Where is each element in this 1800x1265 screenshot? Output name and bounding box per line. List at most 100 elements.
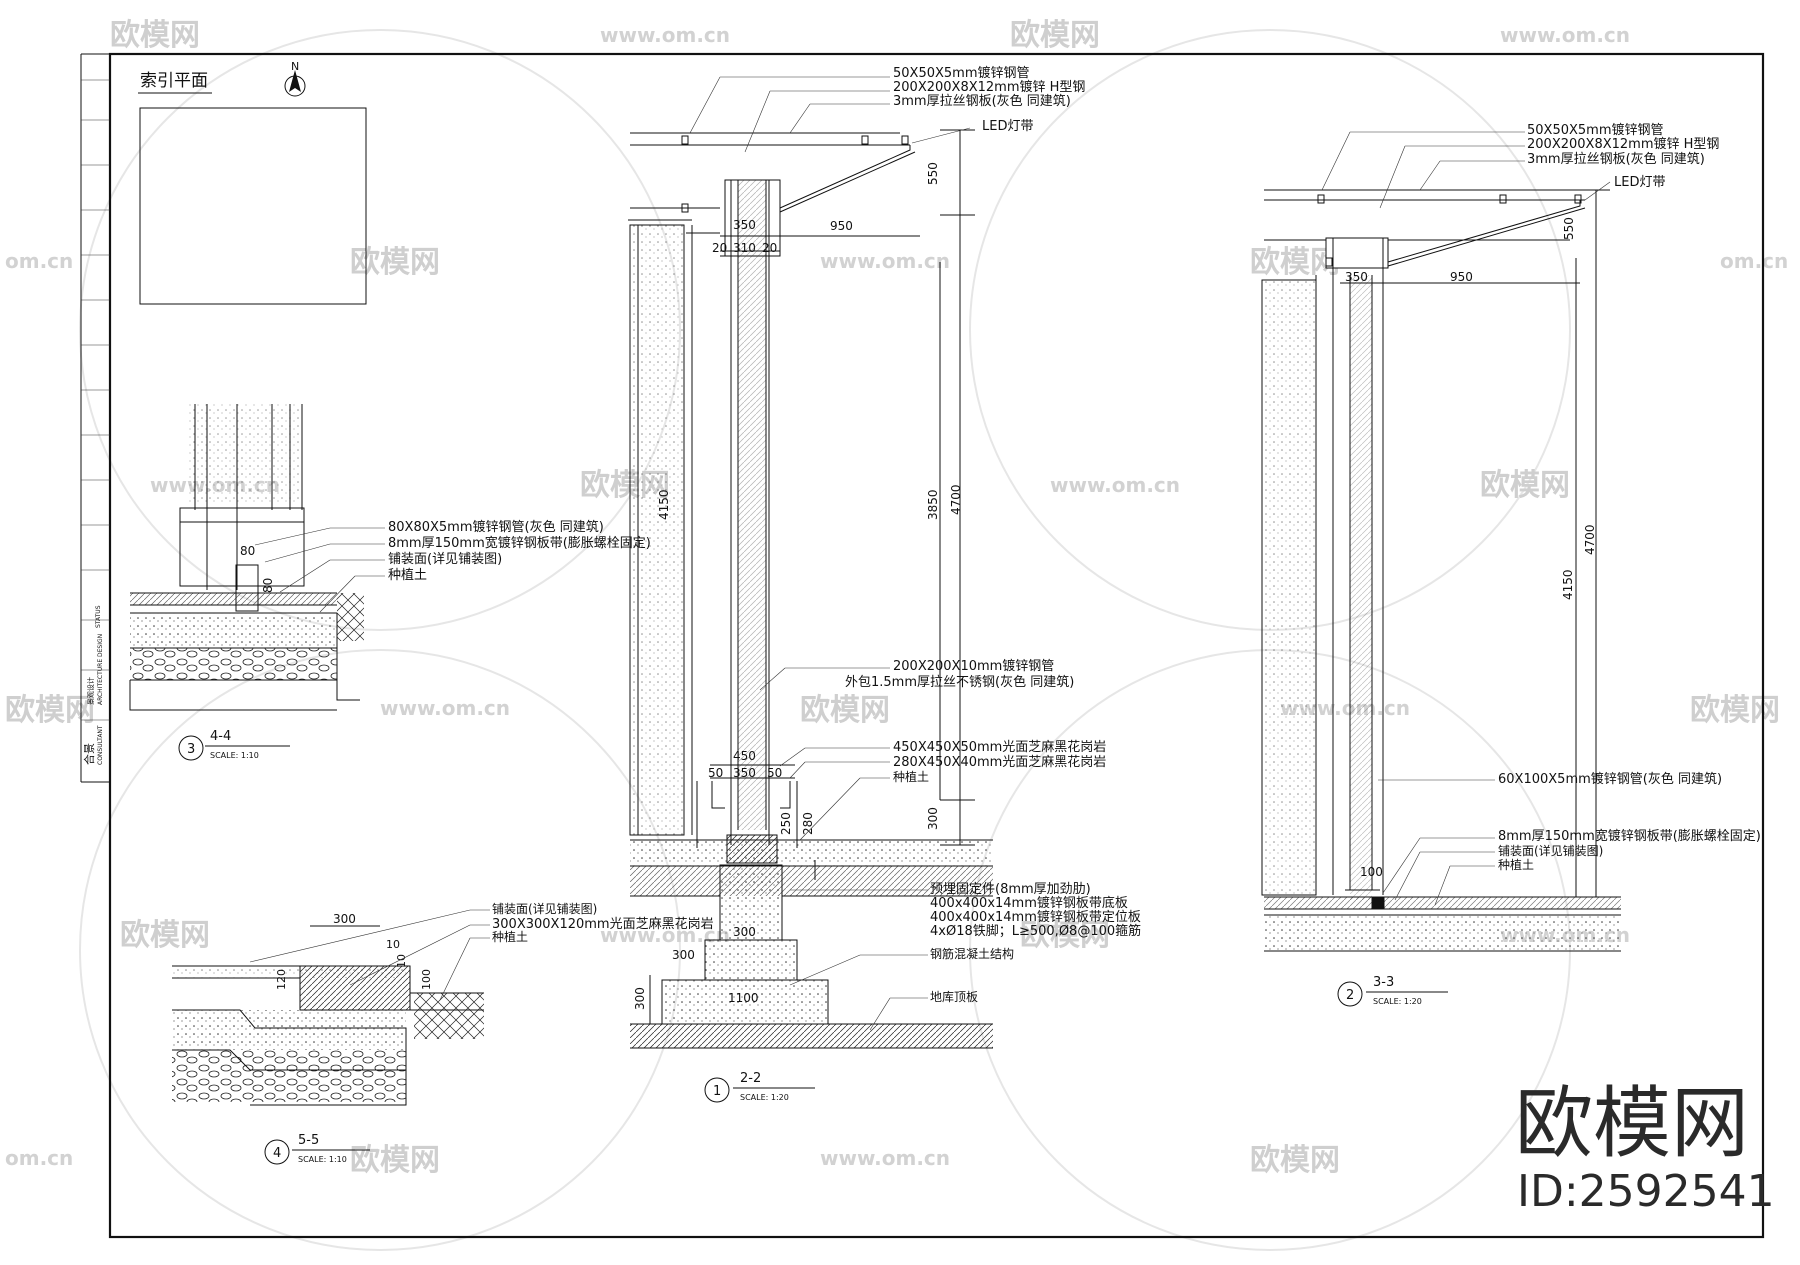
watermark-url: www.om.cn: [1500, 23, 1630, 47]
watermark-url: www.om.cn: [380, 696, 510, 720]
label-2-2-h-beam: 200X200X8X12mm镀锌 H型钢: [893, 79, 1085, 95]
watermark-url: om.cn: [5, 1146, 73, 1170]
dim-3-3-550: 550: [1562, 217, 1576, 240]
label-4-4-paving: 铺装面(详见铺装图): [388, 552, 502, 567]
dim-5-5-d: 100: [420, 969, 433, 990]
dim-2-2-550: 550: [926, 162, 940, 185]
watermark-url: om.cn: [1720, 249, 1788, 273]
dim-2-2-50b: 50: [767, 766, 782, 780]
detail-title-5-5: 5-5: [298, 1133, 319, 1148]
label-5-5-soil: 种植土: [492, 929, 528, 944]
label-5-5-granite: 300X300X120mm光面芝麻黑花岗岩: [492, 916, 714, 932]
label-2-2-basement-roof: 地库顶板: [930, 989, 978, 1004]
dim-5-5-a: 10: [386, 938, 400, 951]
dim-2-2-1100: 1100: [728, 991, 759, 1005]
dim-2-2-20b: 20: [762, 241, 777, 255]
index-plan: 索引平面 N: [138, 60, 367, 305]
title-block-architecture: ARCHITECTURE DESIGN: [97, 634, 104, 705]
dim-2-2-3850: 3850: [926, 489, 940, 520]
dim-2-2-4700: 4700: [949, 484, 963, 515]
detail-number-2-2: 1: [713, 1084, 721, 1099]
label-2-2-granite-b: 280X450X40mm光面芝麻黑花岗岩: [893, 754, 1106, 770]
label-2-2-soil: 种植土: [893, 769, 929, 784]
detail-3-3: 950 350 550 4700 4150 100 50X50X5mm镀锌钢管 …: [1261, 122, 1761, 1007]
dim-2-2-4150: 4150: [657, 489, 671, 520]
watermark-url: www.om.cn: [600, 23, 730, 47]
dim-2-2-300d: 300: [633, 987, 647, 1010]
watermark-brand: 欧模网: [1010, 18, 1100, 53]
detail-title-3-3: 3-3: [1373, 975, 1394, 990]
detail-2-2: 350 950 20 310 20 550 4700 3850 4150 450…: [628, 65, 1141, 1103]
title-block-client: 合景: [82, 743, 96, 765]
dim-4-4-b: 80: [261, 578, 275, 593]
detail-title-4-4: 4-4: [210, 729, 231, 744]
watermark-brand: 欧模网: [110, 18, 200, 53]
detail-number-3-3: 2: [1346, 988, 1354, 1003]
label-2-2-column-tube: 200X200X10mm镀锌钢管: [893, 658, 1054, 674]
watermark-url: www.om.cn: [820, 249, 950, 273]
dim-2-2-300c: 300: [672, 948, 695, 962]
brand-stamp-id: ID:2592541: [1517, 1166, 1775, 1217]
label-4-4-soil: 种植土: [388, 568, 427, 583]
north-arrow-icon: [284, 70, 306, 97]
label-2-2-granite-a: 450X450X50mm光面芝麻黑花岗岩: [893, 739, 1106, 755]
watermark-brand: 欧模网: [350, 1143, 440, 1178]
dim-2-2-280: 280: [801, 812, 815, 835]
label-3-3-h-beam: 200X200X8X12mm镀锌 H型钢: [1527, 136, 1719, 152]
watermark-brand: 欧模网: [1020, 918, 1110, 953]
label-2-2-steel-plate: 3mm厚拉丝钢板(灰色 同建筑): [893, 93, 1071, 109]
watermark-brand: 欧模网: [5, 693, 95, 728]
dim-2-2-300a: 300: [926, 807, 940, 830]
brand-stamp: 欧模网 ID:2592541: [1515, 1079, 1775, 1217]
label-5-5-paving: 铺装面(详见铺装图): [492, 901, 597, 916]
label-3-3-column-tube: 60X100X5mm镀锌钢管(灰色 同建筑): [1498, 771, 1722, 787]
dim-2-2-350: 350: [733, 218, 756, 232]
title-block-consultant: CONSULTANT: [97, 725, 104, 765]
label-3-3-steel-tube: 50X50X5mm镀锌钢管: [1527, 122, 1664, 138]
watermark-brand: 欧模网: [350, 245, 440, 280]
watermark-brand: 欧模网: [120, 918, 210, 953]
dim-5-5-c: 10: [395, 954, 408, 968]
dim-5-5-width: 300: [333, 912, 356, 926]
dim-3-3-4150: 4150: [1561, 569, 1575, 600]
watermark-url: www.om.cn: [1050, 473, 1180, 497]
title-block-status: STATUS: [95, 605, 102, 628]
dim-2-2-310: 310: [733, 241, 756, 255]
dim-2-2-350b: 350: [733, 766, 756, 780]
dim-2-2-250: 250: [779, 812, 793, 835]
label-4-4-steel-tube: 80X80X5mm镀锌钢管(灰色 同建筑): [388, 519, 604, 535]
detail-title-2-2: 2-2: [740, 1071, 761, 1086]
dim-3-3-4700: 4700: [1583, 524, 1597, 555]
label-3-3-steel-plate: 3mm厚拉丝钢板(灰色 同建筑): [1527, 151, 1705, 167]
detail-scale-3-3: SCALE: 1:20: [1373, 997, 1422, 1006]
label-2-2-rc-structure: 钢筋混凝土结构: [930, 946, 1014, 961]
brand-stamp-name: 欧模网: [1515, 1079, 1749, 1169]
title-block-design: 景观设计: [86, 677, 95, 705]
dim-2-2-450: 450: [733, 749, 756, 763]
watermark-url: www.om.cn: [820, 1146, 950, 1170]
detail-scale-2-2: SCALE: 1:20: [740, 1093, 789, 1102]
dim-2-2-950: 950: [830, 219, 853, 233]
detail-number-4-4: 3: [187, 742, 195, 757]
label-4-4-steel-plate: 8mm厚150mm宽镀锌钢板带(膨胀螺栓固定): [388, 535, 651, 551]
detail-4-4: 80 80 80X80X5mm镀锌钢管(灰色 同建筑) 8mm厚150mm宽镀锌…: [129, 404, 651, 761]
dim-3-3-100: 100: [1360, 865, 1383, 879]
watermark-brand: 欧模网: [1690, 693, 1780, 728]
north-label: N: [291, 60, 299, 73]
detail-number-5-5: 4: [273, 1146, 281, 1161]
label-2-2-cladding: 外包1.5mm厚拉丝不锈钢(灰色 同建筑): [845, 674, 1074, 690]
dim-3-3-350: 350: [1345, 270, 1368, 284]
label-2-2-embedded: 预埋固定件(8mm厚加劲肋): [930, 882, 1091, 897]
label-3-3-led: LED灯带: [1614, 175, 1665, 190]
label-2-2-steel-tube: 50X50X5mm镀锌钢管: [893, 65, 1030, 81]
watermark-url: om.cn: [5, 249, 73, 273]
label-3-3-steel-band: 8mm厚150mm宽镀锌钢板带(膨胀螺栓固定): [1498, 828, 1761, 844]
dim-4-4-a: 80: [240, 544, 255, 558]
label-2-2-led: LED灯带: [982, 119, 1033, 134]
watermark-brand: 欧模网: [1250, 245, 1340, 280]
dim-2-2-300b: 300: [733, 925, 756, 939]
watermark-brand: 欧模网: [1250, 1143, 1340, 1178]
detail-5-5: 300 10 120 10 100 铺装面(详见铺装图) 300X300X120…: [172, 901, 714, 1165]
watermark-brand: 欧模网: [800, 693, 890, 728]
